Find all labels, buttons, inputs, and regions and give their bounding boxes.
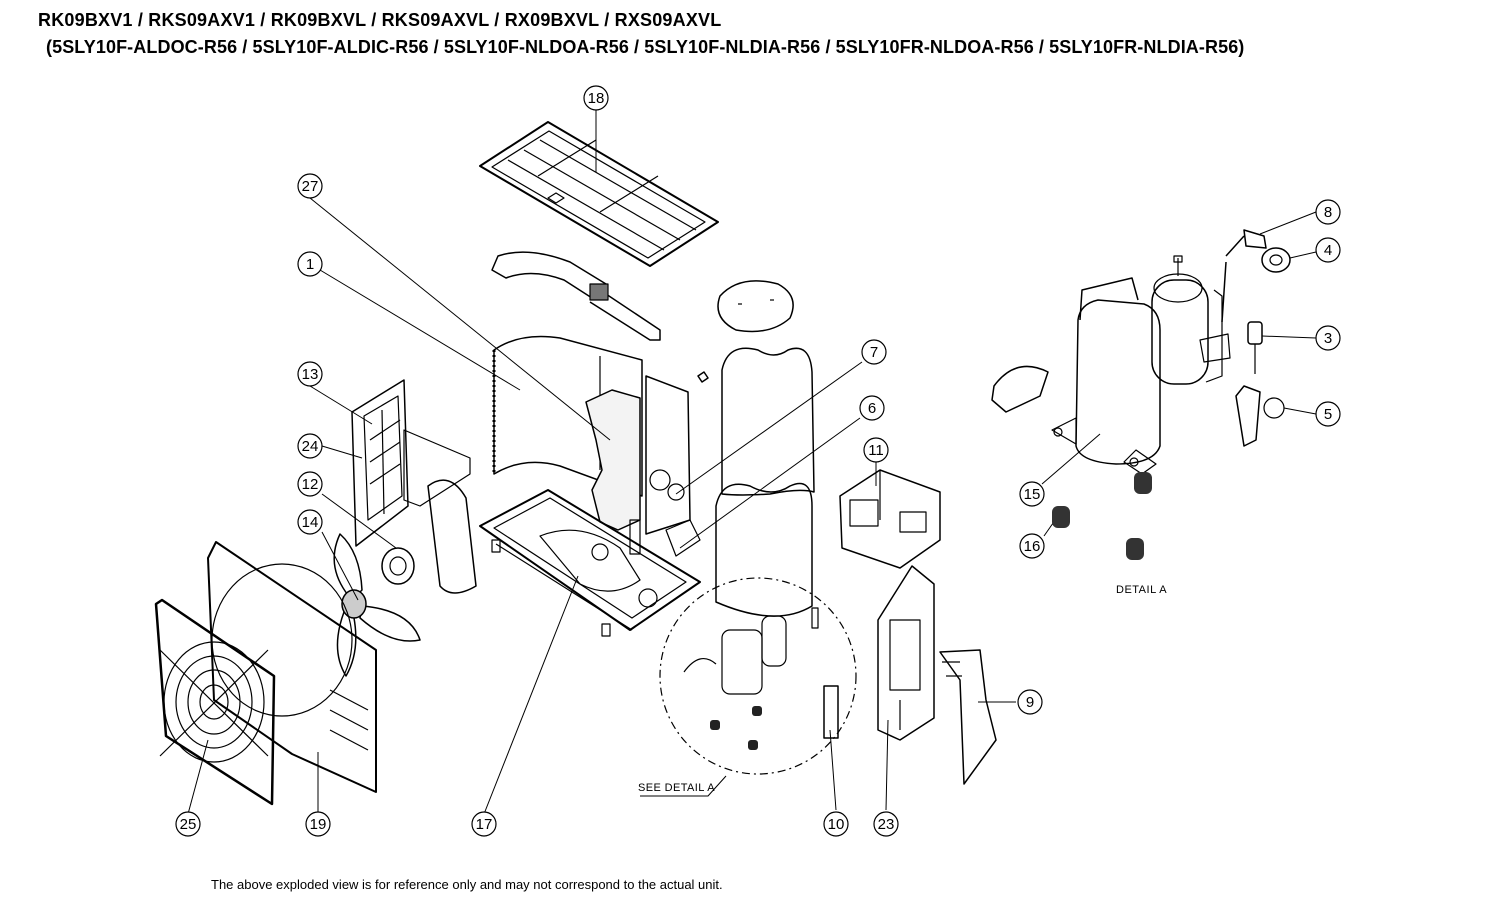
magnet-coil [1261,247,1291,273]
callout-16: 16 [1019,533,1045,559]
cover-plate [717,280,794,333]
callout-3: 3 [1315,325,1341,351]
compressor [1051,255,1231,475]
service-lid [939,649,997,785]
callout-24: 24 [297,433,323,459]
callout-number: 17 [476,816,493,833]
callout-number: 12 [302,476,319,493]
heat-insulation-wrap [715,347,815,617]
callout-9: 9 [1017,689,1043,715]
compressor-small [683,607,819,695]
detail-circle [659,577,857,775]
top-bracket [491,251,661,341]
pressure-switch [1247,321,1263,374]
callout-number: 24 [302,438,319,455]
bottom-frame [479,489,701,637]
stop-valve [1235,385,1285,447]
thermistor [1225,229,1267,257]
discharge-grille [154,598,276,806]
callout-number: 23 [878,816,895,833]
leader-lines [187,110,1317,815]
fan-motor [381,547,415,585]
callout-number: 10 [828,816,845,833]
callout-number: 18 [588,90,605,107]
callout-number: 8 [1324,204,1332,221]
callout-12: 12 [297,471,323,497]
callout-17: 17 [471,811,497,837]
partition-plate [585,389,641,531]
model-list-title: RK09BXV1 / RKS09AXV1 / RK09BXVL / RKS09A… [38,10,722,30]
electrical-box-plate [877,565,935,741]
callout-5: 5 [1315,401,1341,427]
callout-number: 15 [1024,486,1041,503]
callout-number: 3 [1324,330,1332,347]
callout-18: 18 [583,85,609,111]
control-pcb [839,469,941,569]
top-plate [479,121,719,267]
callout-number: 7 [870,344,878,361]
callout-25: 25 [175,811,201,837]
callout-number: 14 [302,514,319,531]
detail-a-label: DETAIL A [1116,584,1168,596]
model-code-list: (5SLY10F-ALDOC-R56 / 5SLY10F-ALDIC-R56 /… [46,37,1245,57]
see-detail-label: SEE DETAIL A [638,782,715,794]
callout-15: 15 [1019,481,1045,507]
terminal-board [823,685,839,739]
callout-6: 6 [859,395,885,421]
callout-4: 4 [1315,237,1341,263]
fan-motor-bracket [351,379,477,594]
propeller-fan [333,533,421,677]
callout-7: 7 [861,339,887,365]
clip [697,371,709,383]
callout-14: 14 [297,509,323,535]
terminal-cover-lead [991,365,1049,413]
callout-number: 19 [310,816,327,833]
callout-number: 5 [1324,406,1332,423]
callout-8: 8 [1315,199,1341,225]
callout-number: 9 [1026,694,1034,711]
control-valve-assembly [629,375,701,557]
callout-number: 16 [1024,538,1041,555]
callout-bubbles: 18 27 1 13 24 12 14 25 19 17 7 6 11 10 23 9 8 4 3 5 15 16 [175,85,1341,837]
callout-27: 27 [297,173,323,199]
callout-number: 13 [302,366,319,383]
callout-10: 10 [823,811,849,837]
callout-11: 11 [863,437,889,463]
callout-number: 4 [1324,242,1332,259]
callout-number: 11 [868,442,884,459]
callout-1: 1 [297,251,323,277]
callout-19: 19 [305,811,331,837]
callout-number: 1 [306,256,314,273]
callout-number: 6 [868,400,876,417]
callout-number: 25 [180,816,197,833]
callout-23: 23 [873,811,899,837]
rubber-feet-small [710,706,762,750]
callout-13: 13 [297,361,323,387]
front-panel [207,541,377,793]
rubber-feet [1052,472,1152,560]
footnote: The above exploded view is for reference… [211,877,723,892]
callout-number: 27 [302,178,319,195]
